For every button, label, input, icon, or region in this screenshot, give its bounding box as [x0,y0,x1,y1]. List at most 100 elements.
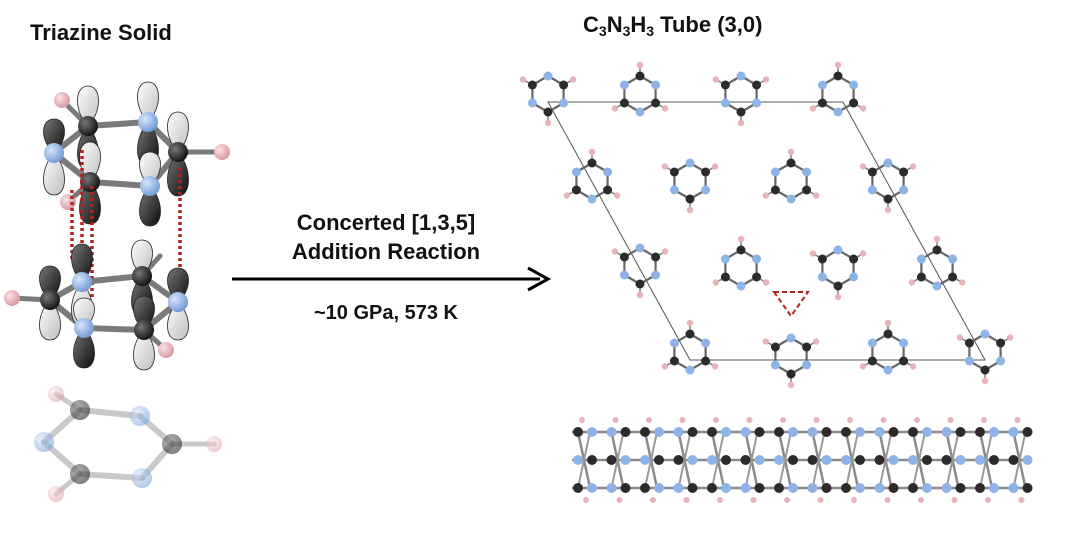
carbon-atom [849,254,859,264]
carbon-atom [770,342,780,352]
right-arrow-icon [232,266,552,292]
nitrogen-atom [817,272,827,282]
carbon-atom [1022,427,1033,437]
hydrogen-atom [158,342,174,358]
formula-n-sub: 3 [622,23,631,39]
carbon-atom [736,107,746,117]
carbon-atom [78,116,98,136]
hydrogen-atom [784,497,790,503]
carbon-atom [752,80,762,90]
carbon-atom [888,483,899,493]
carbon-atom [867,356,877,366]
hydrogen-atom [985,497,991,503]
carbon-atom [720,80,730,90]
carbon-atom [701,167,711,177]
nitrogen-atom [685,158,695,168]
hydrogen-atom [737,119,745,127]
nitrogen-atom [802,167,812,177]
carbon-atom [1022,483,1033,493]
bond [912,431,926,489]
nitrogen-atom [833,107,843,117]
nitrogen-atom [740,483,751,493]
carbon-atom [916,272,926,282]
carbon-atom [687,427,698,437]
bond [85,119,151,129]
carbon-atom [752,272,762,282]
carbon-atom [821,483,832,493]
nitrogen-atom [34,432,54,452]
nitrogen-atom [138,112,158,132]
unit-cell-outline [547,101,986,361]
nitrogen-atom [841,455,851,465]
hydrogen-atom [48,386,64,402]
hydrogen-atom [933,235,941,243]
hydrogen-atom [544,119,552,127]
hydrogen-atom [661,248,669,255]
hydrogen-atom [214,144,230,160]
nitrogen-atom [721,427,731,437]
nitrogen-atom [707,455,717,465]
bond [77,407,143,419]
carbon-atom [849,98,859,108]
hydrogen-atom [661,163,669,170]
carbon-atom [40,290,60,310]
hydrogen-atom [884,319,892,327]
lower-triazine-ring [4,239,189,371]
nitrogen-atom [603,167,613,177]
nitrogen-atom [788,427,798,437]
hydrogen-atom [880,417,887,423]
hydrogen-atom [958,279,966,286]
carbon-atom [587,455,597,465]
nitrogen-atom [899,338,909,348]
nitrogen-atom [888,455,899,465]
hydrogen-atom [908,279,916,286]
nitrogen-atom [807,427,818,437]
carbon-atom [587,158,597,168]
carbon-atom [888,427,899,437]
nitrogen-atom [752,254,762,264]
hydrogen-atom [951,497,958,503]
carbon-atom [980,365,990,375]
carbon-atom [941,455,952,465]
hydrogen-atom [859,250,867,257]
nitrogen-atom [587,194,597,204]
triazine-molecule [908,235,966,291]
carbon-atom [899,356,909,366]
tube-index: Tube (3,0) [654,12,763,37]
hydrogen-atom [909,163,917,170]
hydrogen-atom [579,417,585,423]
hydrogen-atom [762,338,770,345]
nitrogen-atom [867,338,877,348]
nitrogen-atom [941,427,952,437]
triazine-solid-title: Triazine Solid [30,20,172,45]
carbon-atom [134,320,154,340]
p-orbital-lobe [43,152,65,196]
hydrogen-atom [812,338,820,345]
nitrogen-atom [786,333,796,343]
nitrogen-atom [770,360,780,370]
bond [811,431,826,489]
carbon-atom [736,245,746,255]
triazine-molecule [611,61,669,117]
carbon-atom [669,167,679,177]
triazine-molecule [859,158,917,214]
nitrogen-atom [922,427,932,437]
nitrogen-atom [817,80,827,90]
hydrogen-atom [54,92,70,108]
bond [979,431,993,489]
hydrogen-atom [956,334,964,341]
carbon-atom [80,172,100,192]
hydrogen-atom [613,192,621,199]
nitrogen-atom [635,107,645,117]
p-orbital-lobe [167,111,189,153]
carbon-atom [908,483,918,493]
nitrogen-atom [527,98,537,108]
carbon-atom [1008,455,1019,465]
carbon-atom [855,455,865,465]
bond [87,179,153,189]
nitrogen-atom [685,365,695,375]
carbon-atom [635,279,645,289]
nitrogen-atom [571,167,581,177]
faded-triazine-ring [34,386,222,502]
